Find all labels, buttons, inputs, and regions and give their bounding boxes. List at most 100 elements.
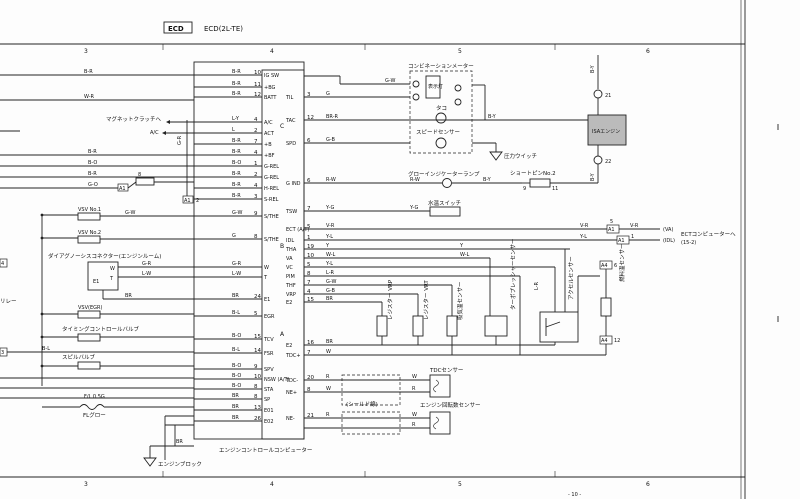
pin-label: ACT xyxy=(264,131,275,137)
wire-label: L-Y xyxy=(232,116,240,122)
connector-code: A1 xyxy=(618,238,625,244)
pin-number: 7 xyxy=(307,206,311,212)
wire-label: L-W xyxy=(232,271,241,277)
wire-label: Y-L xyxy=(325,261,333,267)
warning-light-box xyxy=(425,75,441,99)
pin-number: 8 xyxy=(254,394,258,400)
pin-label: +BG xyxy=(264,85,276,91)
va-label: (VA) xyxy=(663,227,673,233)
connector-code: A1 xyxy=(119,186,126,192)
page-title: ECD(2L-TE) xyxy=(204,25,243,33)
vsv1-coil xyxy=(77,212,101,221)
pin-number: 9 xyxy=(254,364,258,370)
wire-label: W xyxy=(326,386,331,392)
connector-pin: 6 xyxy=(614,263,617,269)
pin-label: THA xyxy=(285,247,297,253)
pin-number: 8 xyxy=(254,384,258,390)
diagnosis-connector-label: ダイアグノーシスコネクター(エンジンルーム) xyxy=(48,252,161,260)
wire-label: B-R xyxy=(232,81,241,87)
pin-number: 10 xyxy=(254,374,261,380)
pin-label: TAC xyxy=(285,118,296,124)
pin-number: 6 xyxy=(307,138,311,144)
pin-label: E2 xyxy=(286,300,292,306)
column-number-bottom: 5 xyxy=(458,481,462,488)
wire-label: G xyxy=(232,233,236,239)
pin-number: 15 xyxy=(254,334,261,340)
svg-text:B-Y: B-Y xyxy=(483,177,492,183)
glow-indicator-lamp xyxy=(442,178,452,188)
wire-label: B-R xyxy=(232,182,241,188)
pin-number: 2 xyxy=(254,172,258,178)
ac-label: A/C xyxy=(150,130,159,136)
wire-label: B-O xyxy=(88,160,97,166)
pin-number: 15 xyxy=(307,297,314,303)
water-temp-switch xyxy=(429,206,461,217)
wire-label: B-R xyxy=(232,193,241,199)
pin-number: 4 xyxy=(254,183,258,189)
wire-label: BR xyxy=(326,296,333,302)
pin-number: 5 xyxy=(254,311,258,317)
water-temp-switch-label: 水温スイッチ xyxy=(428,199,461,207)
shield-label: (シールド線) xyxy=(346,400,378,408)
timing-valve-coil xyxy=(77,333,101,342)
pin-label: BATT xyxy=(264,95,277,101)
ecd-logo-box xyxy=(163,21,193,34)
pin-number: 7 xyxy=(307,280,311,286)
pin-label: SPD xyxy=(286,141,296,147)
tdc-sensor xyxy=(429,374,451,398)
pin-number: 14 xyxy=(254,348,261,354)
fusible-link-label: F/L 0.5G xyxy=(84,394,105,400)
column-number-bottom: 3 xyxy=(84,481,88,488)
pin-label: NE- xyxy=(286,416,295,422)
pin-label: T xyxy=(263,275,268,281)
ecu-inner-box xyxy=(261,69,305,440)
diagnosis-e1: E1 xyxy=(93,279,99,285)
vsv2-label: VSV No.2 xyxy=(78,230,101,236)
wire-label: B-Y xyxy=(590,64,596,73)
wire-label: L-W xyxy=(142,271,151,277)
wire-label: BR-R xyxy=(326,114,339,120)
wire-label: Y xyxy=(325,243,330,249)
wire-label: B-R xyxy=(232,91,241,97)
wire-label: BR xyxy=(326,339,333,345)
wire-label: B-R xyxy=(232,149,241,155)
svg-text:9: 9 xyxy=(523,186,526,192)
wire-label: B-O xyxy=(232,373,241,379)
pin-number: 16 xyxy=(307,340,314,346)
svg-text:W: W xyxy=(412,412,417,418)
vsv-egr-coil xyxy=(77,310,101,319)
wire-label: B-L xyxy=(232,347,240,353)
wire-label: B-O xyxy=(232,160,241,166)
pin-number: 4 xyxy=(254,150,258,156)
pin-number: 13 xyxy=(254,405,261,411)
wire-label: BR xyxy=(232,393,239,399)
pin-label: S-REL xyxy=(264,197,279,203)
pin-label: EGR xyxy=(264,314,275,320)
warning-light-label: 表示灯 xyxy=(428,83,443,90)
pin-number: 7 xyxy=(307,350,311,356)
connector-a1-lower xyxy=(182,195,194,204)
pin-number: 10 xyxy=(254,70,261,76)
pin-label: G-REL xyxy=(264,164,279,170)
wire-label: B-Y xyxy=(590,172,596,181)
wire-label: W xyxy=(412,374,417,380)
pin-number: 4 xyxy=(307,289,311,295)
pin-label: NSW (A/T) xyxy=(264,377,290,383)
wire-label: B-O xyxy=(232,333,241,339)
tacho-label: タコ xyxy=(436,104,447,112)
